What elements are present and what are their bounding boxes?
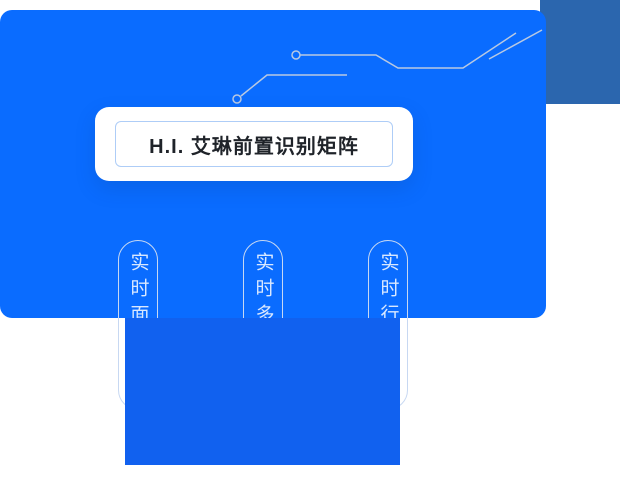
feature-pill-3-label: 实时行: [377, 252, 399, 330]
feature-pill-1-label: 实时面: [127, 252, 149, 330]
page-title: H.I. 艾琳前置识别矩阵: [149, 135, 359, 158]
feature-pill-2-label: 实时多: [252, 252, 274, 330]
title-card: H.I. 艾琳前置识别矩阵: [95, 107, 413, 181]
content-panel: [125, 318, 400, 465]
title-box: H.I. 艾琳前置识别矩阵: [115, 121, 393, 167]
dark-blue-panel: [540, 0, 620, 104]
